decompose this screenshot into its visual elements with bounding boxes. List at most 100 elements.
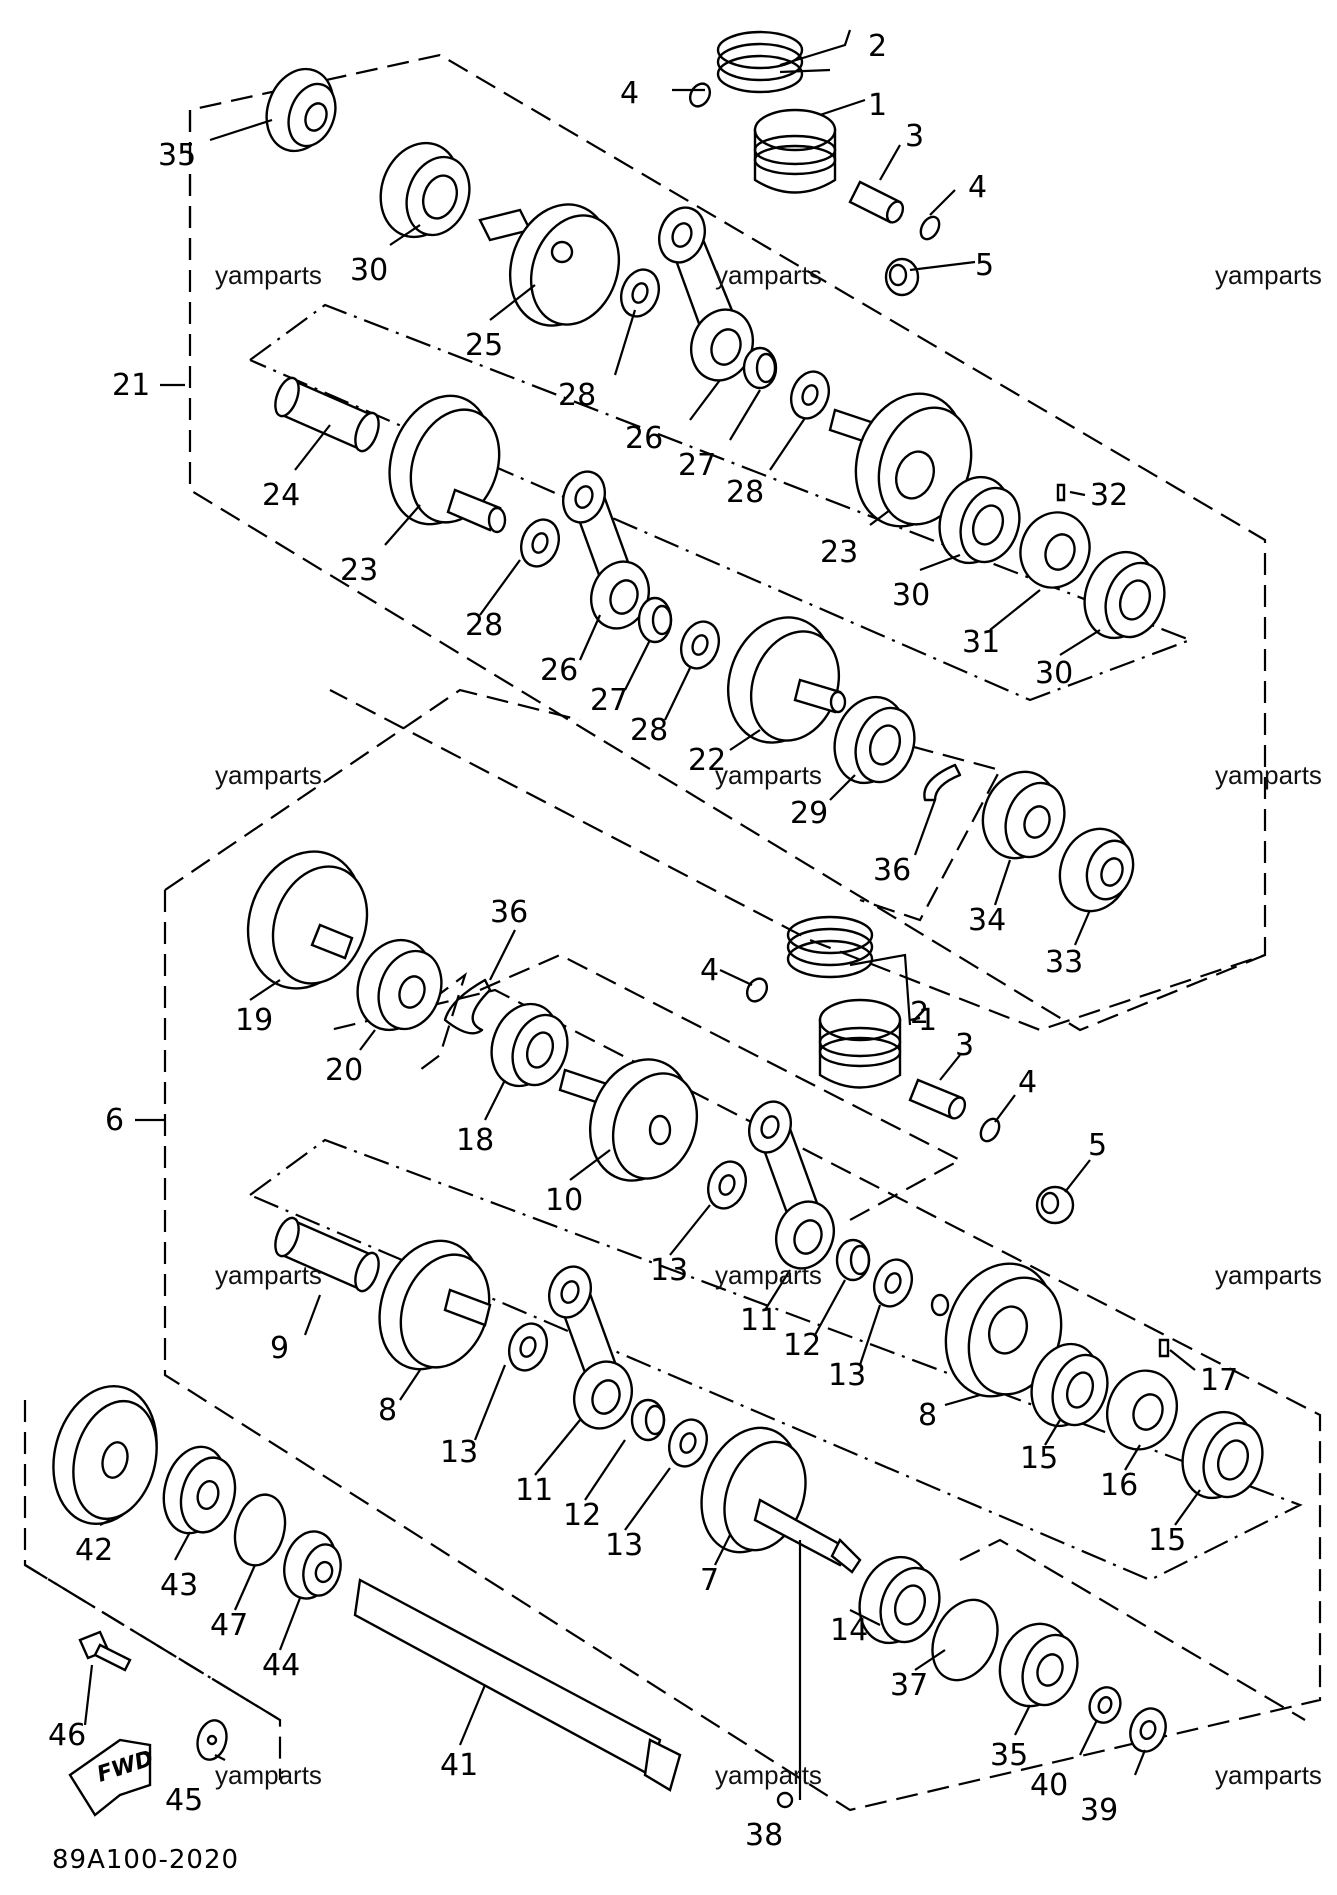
small-end-bearing-5-upper bbox=[884, 257, 920, 297]
washer-45 bbox=[196, 1719, 228, 1761]
bearing-30-c bbox=[1083, 550, 1166, 640]
label-14: 14 bbox=[830, 1613, 868, 1648]
label-2-lower: 2 bbox=[910, 996, 929, 1031]
label-42: 42 bbox=[75, 1533, 113, 1568]
label-5-lower: 5 bbox=[1088, 1128, 1107, 1163]
watermark-r2-c1: yamparts bbox=[215, 760, 322, 790]
piston-1-lower bbox=[818, 998, 902, 1089]
crank-7 bbox=[700, 1426, 862, 1574]
upper-crankshaft-frame bbox=[188, 53, 1267, 1032]
big-end-bearing-27-b bbox=[637, 596, 673, 644]
label-1-lower: 1 bbox=[918, 1003, 937, 1038]
washer-28-b bbox=[789, 370, 831, 420]
watermark-r3-c3: yamparts bbox=[1215, 1260, 1322, 1290]
label-18: 18 bbox=[456, 1123, 494, 1158]
washer-28-c bbox=[519, 518, 561, 568]
washer-28-d bbox=[679, 620, 721, 670]
bearing-35-lower bbox=[998, 1622, 1079, 1708]
bearing-15-b bbox=[1181, 1410, 1264, 1500]
label-6: 6 bbox=[105, 1103, 124, 1138]
label-35-upper: 35 bbox=[158, 138, 196, 173]
label-21: 21 bbox=[112, 368, 150, 403]
piston-pin-3-lower bbox=[908, 1078, 967, 1120]
label-47: 47 bbox=[210, 1608, 248, 1643]
leader-lines bbox=[83, 29, 1201, 1800]
crank-wheel-23-a bbox=[388, 394, 507, 534]
big-end-bearing-12-a bbox=[835, 1238, 871, 1282]
piston-rings-2-upper bbox=[716, 30, 804, 94]
bearing-30-b bbox=[938, 475, 1021, 565]
washer-13-c bbox=[507, 1322, 549, 1372]
gear-19 bbox=[246, 850, 369, 990]
label-26-b: 26 bbox=[540, 653, 578, 688]
washer-28-a bbox=[619, 268, 661, 318]
label-44: 44 bbox=[262, 1648, 300, 1683]
circlip-4-upper-b bbox=[919, 215, 941, 241]
label-36-b: 36 bbox=[490, 895, 528, 930]
watermark-r1-c1: yamparts bbox=[215, 260, 322, 290]
pin-17 bbox=[1158, 1338, 1170, 1358]
label-30-a: 30 bbox=[350, 253, 388, 288]
crank-wheel-23-b bbox=[828, 392, 973, 528]
label-17: 17 bbox=[1200, 1363, 1238, 1398]
label-7: 7 bbox=[700, 1563, 719, 1598]
washer-13-d bbox=[667, 1418, 709, 1468]
label-28-c: 28 bbox=[465, 608, 503, 643]
connecting-rod-11-b bbox=[548, 1265, 633, 1430]
crank-22 bbox=[726, 616, 847, 744]
label-40: 40 bbox=[1030, 1768, 1068, 1803]
bearing-15-a bbox=[1030, 1342, 1109, 1428]
label-41: 41 bbox=[440, 1748, 478, 1783]
label-13-c: 13 bbox=[440, 1435, 478, 1470]
watermark-r3-c2: yamparts bbox=[715, 1260, 822, 1290]
nut-39 bbox=[1129, 1707, 1167, 1753]
bearing-29 bbox=[833, 695, 916, 785]
label-27-b: 27 bbox=[590, 683, 628, 718]
label-20: 20 bbox=[325, 1053, 363, 1088]
label-30-b: 30 bbox=[892, 578, 930, 613]
gear-33 bbox=[1058, 827, 1135, 913]
watermark-r1-c2: yamparts bbox=[715, 260, 822, 290]
label-34: 34 bbox=[968, 903, 1006, 938]
label-33: 33 bbox=[1045, 945, 1083, 980]
watermark-r1-c3: yamparts bbox=[1215, 260, 1322, 290]
label-45: 45 bbox=[165, 1783, 203, 1818]
label-12-a: 12 bbox=[783, 1328, 821, 1363]
label-8-b: 8 bbox=[918, 1398, 937, 1433]
label-9: 9 bbox=[270, 1331, 289, 1366]
label-16: 16 bbox=[1100, 1468, 1138, 1503]
pin-32 bbox=[1056, 483, 1066, 502]
label-1-upper: 1 bbox=[868, 88, 887, 123]
label-39: 39 bbox=[1080, 1793, 1118, 1828]
label-28-d: 28 bbox=[630, 713, 668, 748]
label-26-a: 26 bbox=[625, 421, 663, 456]
label-30-c: 30 bbox=[1035, 656, 1073, 691]
label-8-a: 8 bbox=[378, 1393, 397, 1428]
label-24: 24 bbox=[262, 478, 300, 513]
watermark-r3-c1: yamparts bbox=[215, 1260, 322, 1290]
crank-pin-9 bbox=[274, 1216, 380, 1293]
watermarks: yamparts yamparts yamparts yamparts yamp… bbox=[215, 260, 1322, 1790]
watermark-r2-c3: yamparts bbox=[1215, 760, 1322, 790]
label-29: 29 bbox=[790, 796, 828, 831]
circlip-37 bbox=[931, 1598, 999, 1682]
piston-1-upper bbox=[753, 108, 837, 194]
label-37: 37 bbox=[890, 1668, 928, 1703]
oil-seal-31 bbox=[1019, 511, 1091, 589]
bearing-30-a bbox=[379, 141, 471, 239]
washer-40 bbox=[1088, 1686, 1122, 1724]
piston-rings-2-lower bbox=[786, 915, 874, 979]
big-end-bearing-27-a bbox=[742, 346, 778, 390]
label-43: 43 bbox=[160, 1568, 198, 1603]
label-23-a: 23 bbox=[340, 553, 378, 588]
bearing-35-upper bbox=[265, 67, 337, 153]
watermark-r4-c2: yamparts bbox=[715, 1760, 822, 1790]
label-4-lower-b: 4 bbox=[1018, 1065, 1037, 1100]
label-25: 25 bbox=[465, 328, 503, 363]
diagram-code: 89A100-2020 bbox=[52, 1845, 239, 1875]
part-labels: 2 4 1 35 3 4 5 30 25 28 26 27 28 21 24 2… bbox=[48, 29, 1238, 1853]
washer-13-b bbox=[872, 1258, 914, 1308]
watermark-r4-c1: yamparts bbox=[215, 1760, 322, 1790]
label-4-upper-b: 4 bbox=[968, 170, 987, 205]
